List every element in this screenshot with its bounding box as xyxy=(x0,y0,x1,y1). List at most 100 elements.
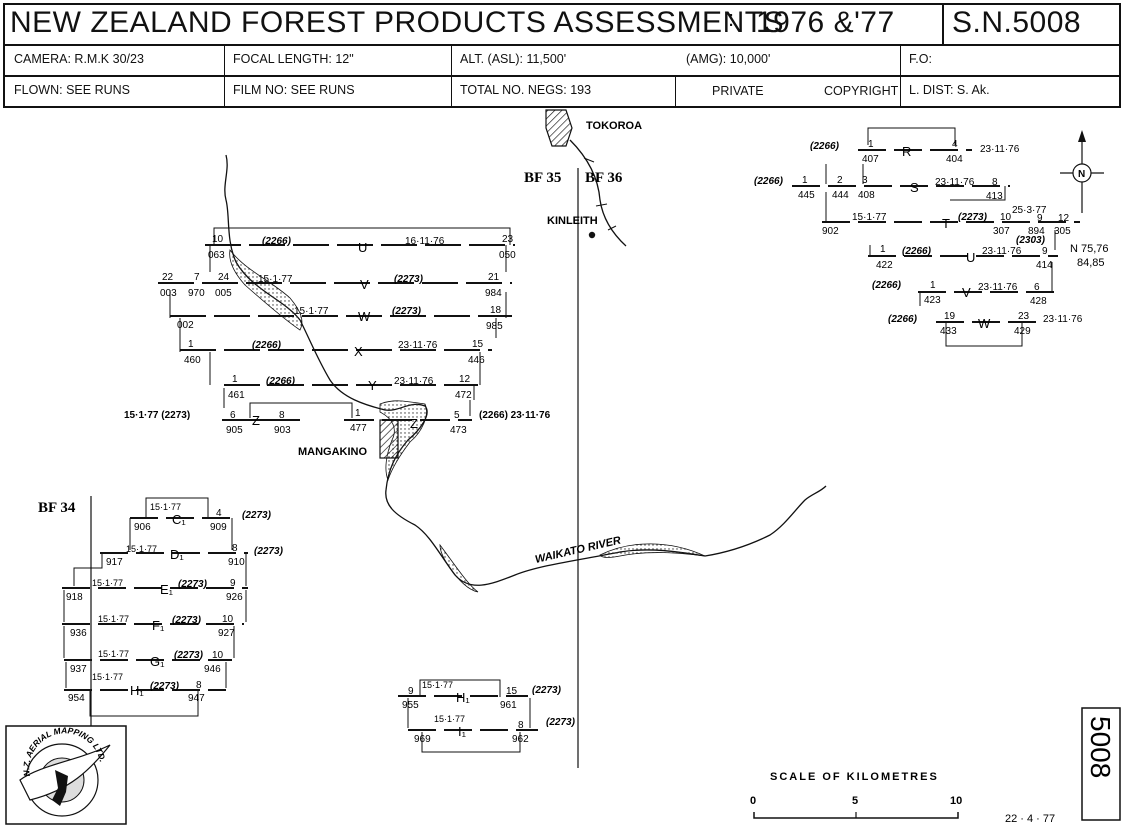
run-z-b: 8 xyxy=(279,410,285,421)
run-v-start: 24 xyxy=(218,272,230,283)
header-divider xyxy=(942,3,944,45)
run-f1-letter: F₁ xyxy=(152,618,165,633)
run-v-east-end-neg: 428 xyxy=(1030,296,1047,307)
run-c1-end: 4 xyxy=(216,508,222,519)
run-s-start: 1 xyxy=(802,175,808,186)
run-x-film: (2266) xyxy=(252,340,282,351)
run-y-film: (2266) xyxy=(266,376,296,387)
run-t-date2: 25·3·77 xyxy=(1012,205,1047,216)
run-x-end-neg: 446 xyxy=(468,355,485,366)
altitude-asl-field: ALT. (ASL): 11,500' xyxy=(460,52,567,66)
run-g1-end-neg: 946 xyxy=(204,664,221,675)
negs-field: TOTAL NO. NEGS: 193 xyxy=(460,83,592,97)
run-x-start-neg: 460 xyxy=(184,355,201,366)
run-f1-end: 10 xyxy=(222,614,234,625)
run-t-end2-neg: 305 xyxy=(1054,226,1071,237)
run-t-date: 15·1·77 xyxy=(852,212,887,223)
run-w-east-end: 23 xyxy=(1018,311,1030,322)
header-years: 1976 &'77 xyxy=(756,6,895,39)
run-h1s-end: 15 xyxy=(506,686,518,697)
run-s-letter: S xyxy=(910,180,919,195)
tokoroa-town xyxy=(545,109,573,147)
run-g1-end: 10 xyxy=(212,650,224,661)
run-w-east-start-neg: 433 xyxy=(940,326,957,337)
run-h1s-film: (2273) xyxy=(532,685,562,696)
run-w-end: 18 xyxy=(490,305,502,316)
run-e1-film: (2273) xyxy=(178,579,208,590)
scale-bar: SCALE OF KILOMETRES 0 5 10 xyxy=(750,771,962,819)
camera-field: CAMERA: R.M.K 30/23 xyxy=(14,52,144,66)
run-r-film: (2266) xyxy=(810,141,840,152)
run-t-end2: 12 xyxy=(1058,213,1070,224)
run-s-end-neg: 413 xyxy=(986,191,1003,202)
run-v-extra-ab: 003 xyxy=(160,288,177,299)
run-s-mid2-neg: 408 xyxy=(858,190,875,201)
label-kinleith: KINLEITH xyxy=(547,215,598,227)
run-t-end-neg: 894 xyxy=(1028,226,1045,237)
run-z-ab: 905 xyxy=(226,425,243,436)
run-e1-end-neg: 926 xyxy=(226,592,243,603)
run-h1-end: 8 xyxy=(196,680,202,691)
private-field: PRIVATE xyxy=(712,84,764,98)
run-v-film: (2273) xyxy=(394,274,424,285)
run-d1-date: 15·1·77 xyxy=(126,544,157,554)
run-y-end-neg: 472 xyxy=(455,390,472,401)
label-bf36: BF 36 xyxy=(585,170,623,186)
run-t-mid-neg: 307 xyxy=(993,226,1010,237)
run-g1-letter: G₁ xyxy=(150,654,165,669)
run-w-east-date: 23·11·76 xyxy=(1043,314,1083,325)
header-year-separator: : xyxy=(728,6,735,31)
run-h1-date: 15·1·77 xyxy=(92,672,123,682)
run-s-end: 8 xyxy=(992,177,998,188)
run-g1-film: (2273) xyxy=(174,650,204,661)
run-y-date: 23·11·76 xyxy=(394,376,434,387)
run-d1-end-neg: 910 xyxy=(228,557,245,568)
run-s-mid1-neg: 444 xyxy=(832,190,849,201)
north-arrow-icon: N xyxy=(1060,130,1104,213)
run-d1-film: (2273) xyxy=(254,546,284,557)
header-divider xyxy=(224,45,225,107)
label-mangakino: MANGAKINO xyxy=(298,446,367,458)
kinleith-point xyxy=(588,231,596,239)
run-z-db: 473 xyxy=(450,425,467,436)
run-t-start-neg: 902 xyxy=(822,226,839,237)
header-frame xyxy=(3,3,1121,108)
north-note-2: 84,85 xyxy=(1077,257,1105,269)
aerial-mapping-logo: N.Z. AERIAL MAPPING LTD. xyxy=(5,725,127,825)
run-r-end: 4 xyxy=(952,139,958,150)
run-c1-start-neg: 906 xyxy=(134,522,151,533)
run-c1-letter: C₁ xyxy=(172,512,186,527)
run-h1-film: (2273) xyxy=(150,681,180,692)
mangakino-town xyxy=(379,419,399,459)
run-w-east-start: 19 xyxy=(944,311,956,322)
run-g1-date: 15·1·77 xyxy=(98,649,129,659)
header-divider xyxy=(451,45,452,107)
run-e1-end: 9 xyxy=(230,578,236,589)
run-z-c: 1 xyxy=(355,408,361,419)
scale-tick-0: 0 xyxy=(750,795,756,807)
run-z-letter: Z xyxy=(252,413,260,428)
run-f1-film: (2273) xyxy=(172,615,202,626)
run-u-east-end-neg: 414 xyxy=(1036,260,1053,271)
run-i1-date: 15·1·77 xyxy=(434,714,465,724)
run-h1-start-neg: 954 xyxy=(68,693,85,704)
run-e1-date: 15·1·77 xyxy=(92,578,123,588)
label-tokoroa: TOKOROA xyxy=(586,120,642,132)
film-field: FILM NO: SEE RUNS xyxy=(233,83,355,97)
run-e1-letter: E₁ xyxy=(160,582,174,597)
run-d1-start-neg: 917 xyxy=(106,557,123,568)
run-u-east-date: 23·11·76 xyxy=(982,246,1022,257)
run-h1-letter: H₁ xyxy=(130,683,144,698)
run-e1-start-neg: 918 xyxy=(66,592,83,603)
run-i1-letter: I₁ xyxy=(458,724,467,739)
scale-tick-10: 10 xyxy=(950,795,962,807)
run-v-extra-b: 7 xyxy=(194,272,200,283)
run-i1-end-neg: 962 xyxy=(512,734,529,745)
run-v-east-start-neg: 423 xyxy=(924,295,941,306)
run-x-start: 1 xyxy=(188,339,194,350)
header-serial: S.N.5008 xyxy=(952,6,1082,39)
run-s-start-neg: 445 xyxy=(798,190,815,201)
run-v-end-neg: 984 xyxy=(485,288,502,299)
run-w-date: 15·1·77 xyxy=(294,306,329,317)
